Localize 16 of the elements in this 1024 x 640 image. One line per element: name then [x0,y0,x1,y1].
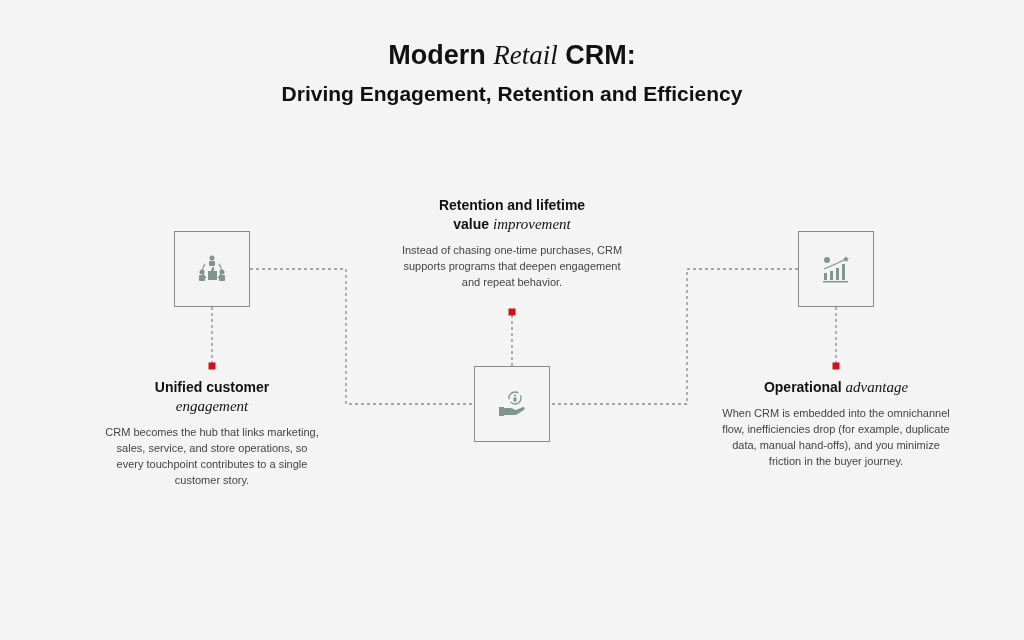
leader-line [508,308,516,367]
leader-line [832,306,840,370]
icon-box [174,231,250,307]
title: Modern Retail CRM: [388,40,636,71]
heading: Retention and lifetime value improvement [437,196,587,234]
heading: Operational advantage [763,378,909,397]
description: Instead of chasing one-time purchases, CRM supports programs that deepen engagement and repeat behavior. [400,243,624,290]
subtitle: Driving Engagement, Retention and Efficiency [281,82,743,106]
connector-line [249,268,475,405]
icon-box [474,366,550,442]
description: When CRM is embedded into the omnichannel flow, inefficiencies drop (for example, duplicate data, manual hand-offs), and you minimize friction in the buyer journey. [721,406,951,469]
heading: Unified customer engagement [153,378,271,416]
leader-line [208,306,216,370]
description: CRM becomes the hub that links marketing, sales, service, and store operations, so every touchpoint contributes to a single customer story. [104,425,320,488]
connector-line [549,268,799,405]
icon-box [798,231,874,307]
